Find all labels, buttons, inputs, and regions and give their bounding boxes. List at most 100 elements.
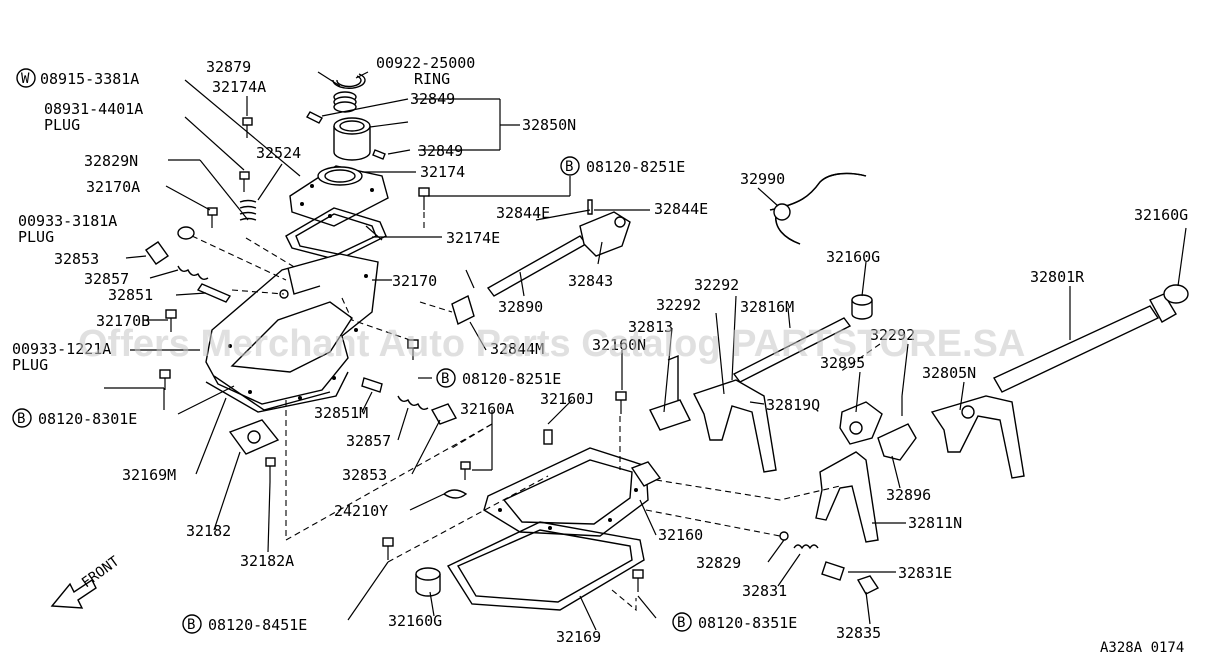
shaft-part [451, 235, 588, 325]
label-32849-bottom: 32849 [418, 142, 463, 160]
lever-part [877, 396, 917, 461]
label-32170: 32170 [392, 272, 437, 290]
label-08120-8251E-top: 08120-8251E [586, 158, 685, 176]
spring-part [239, 199, 257, 221]
label-32843: 32843 [568, 272, 613, 290]
spring-part [333, 91, 357, 113]
clip-part [443, 489, 468, 499]
label-32160A: 32160A [460, 400, 514, 418]
label-08120-8251E-mid: 08120-8251E [462, 370, 561, 388]
label-32829N: 32829N [84, 152, 138, 170]
block-part [649, 354, 691, 431]
label-32851: 32851 [108, 286, 153, 304]
bush-part [415, 567, 441, 597]
label-32182A: 32182A [240, 552, 294, 570]
label-32844E-left: 32844E [496, 204, 550, 222]
snap-ring-part [332, 73, 366, 89]
label-32292-b: 32292 [656, 296, 701, 314]
label-32816M: 32816M [740, 298, 794, 316]
label-32160G-bottom: 32160G [388, 612, 442, 630]
label-32292-c: 32292 [870, 326, 915, 344]
bolt-marker-letter: B [565, 159, 573, 175]
label-08915-3381A: 08915-3381A [40, 70, 139, 88]
bolt-marker-letter: B [187, 617, 195, 633]
label-32170B: 32170B [96, 312, 150, 330]
bolt-marker-icon [560, 156, 580, 176]
label-32844M: 32844M [490, 340, 544, 358]
plunger-part [361, 377, 458, 425]
label-32174A: 32174A [212, 78, 266, 96]
bush-part [851, 294, 873, 320]
label-32160J: 32160J [540, 390, 594, 408]
lever-part [839, 401, 883, 445]
gasket-part [205, 371, 349, 413]
washer-marker-icon [16, 68, 36, 88]
label-32850N: 32850N [522, 116, 576, 134]
label-32169: 32169 [556, 628, 601, 646]
label-32835: 32835 [836, 624, 881, 642]
plug-part [177, 226, 195, 240]
label-32524: 32524 [256, 144, 301, 162]
bolt-part [159, 117, 644, 592]
label-32182: 32182 [186, 522, 231, 540]
front-label: FRONT [79, 553, 123, 591]
label-32174E: 32174E [446, 229, 500, 247]
label-32819Q: 32819Q [766, 396, 820, 414]
label-32801R: 32801R [1030, 268, 1085, 286]
label-plug-2: PLUG [18, 228, 54, 246]
label-32857-left: 32857 [84, 270, 129, 288]
diagram-code: A328A 0174 [1100, 640, 1184, 656]
bolt-marker-icon [672, 612, 692, 632]
label-32160G-mid: 32160G [826, 248, 880, 266]
label-32170A: 32170A [86, 178, 140, 196]
label-08120-8301E: 08120-8301E [38, 410, 137, 428]
shaft-part [993, 284, 1189, 393]
label-08120-8351E: 08120-8351E [698, 614, 797, 632]
rod-part [732, 317, 852, 383]
front-arrow-icon [50, 578, 97, 609]
bolt-marker-letter: B [677, 615, 685, 631]
bracket-part [228, 419, 280, 482]
gasket-part [285, 207, 387, 261]
label-32895: 32895 [820, 354, 865, 372]
bush-part [333, 117, 371, 161]
bolt-marker-icon [436, 368, 456, 388]
bolt-marker-icon [12, 408, 32, 428]
label-32292-a: 32292 [694, 276, 739, 294]
label-32879: 32879 [206, 58, 251, 76]
label-00922-25000: 00922-25000 [376, 54, 475, 72]
label-32174: 32174 [420, 163, 465, 181]
label-ring: RING [414, 70, 450, 88]
label-32857-mid: 32857 [346, 432, 391, 450]
label-plug-3: PLUG [12, 356, 48, 374]
adapter-case-part [483, 429, 662, 537]
label-32831: 32831 [742, 582, 787, 600]
label-32896: 32896 [886, 486, 931, 504]
label-08120-8451E: 08120-8451E [208, 616, 307, 634]
fork-part [579, 199, 631, 257]
watermark-text: Offers Merchant Auto Parts Catalog PARTS… [78, 323, 1025, 365]
label-24210Y: 24210Y [334, 502, 388, 520]
gasket-part [446, 521, 645, 611]
assembly-dashed-lines [191, 212, 881, 612]
washer-marker-letter: W [21, 71, 30, 87]
label-32805N: 32805N [922, 364, 976, 382]
label-32853-mid: 32853 [342, 466, 387, 484]
label-00933-1221A: 00933-1221A [12, 340, 111, 358]
label-32813: 32813 [628, 318, 673, 336]
label-32160G-right: 32160G [1134, 206, 1188, 224]
label-32169M: 32169M [122, 466, 176, 484]
label-32853-left: 32853 [54, 250, 99, 268]
bolt-marker-icon [182, 614, 202, 634]
detent-part [779, 531, 880, 595]
fork-part [930, 395, 1025, 479]
hose-part [769, 172, 867, 245]
label-32844E-right: 32844E [654, 200, 708, 218]
label-00933-3181A: 00933-3181A [18, 212, 117, 230]
label-08931-4401A: 08931-4401A [44, 100, 143, 118]
label-32851M: 32851M [314, 404, 368, 422]
bolt-marker-letter: B [17, 411, 25, 427]
label-32849-top: 32849 [410, 90, 455, 108]
